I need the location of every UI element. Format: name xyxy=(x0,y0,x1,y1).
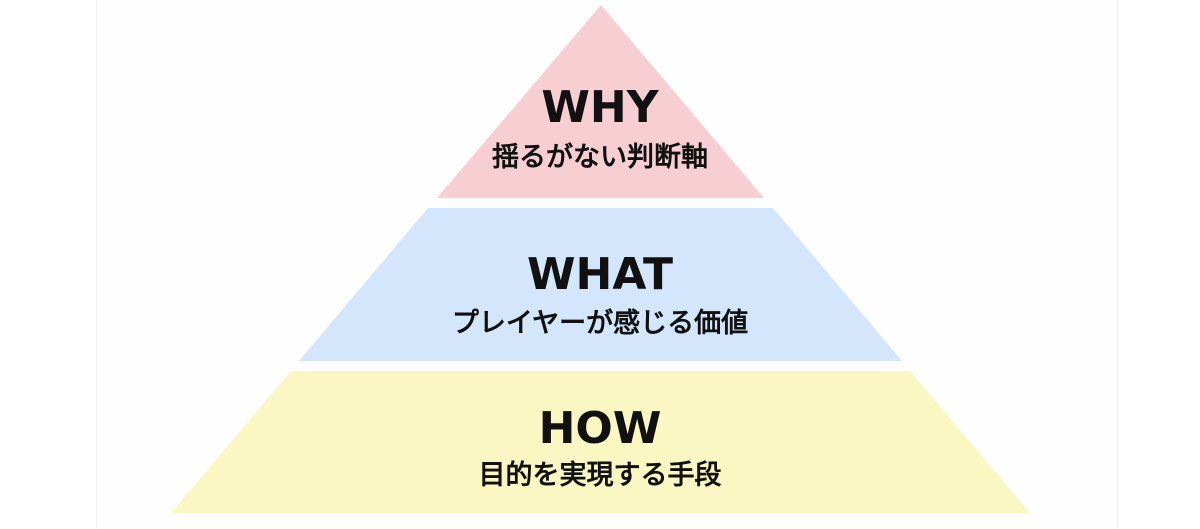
why-title: WHY xyxy=(541,82,659,133)
what-title: WHAT xyxy=(526,249,673,300)
how-subtitle: 目的を実現する手段 xyxy=(478,460,722,491)
how-title: HOW xyxy=(538,403,662,454)
what-subtitle: プレイヤーが感じる価値 xyxy=(451,308,749,339)
why-subtitle: 揺るがない判断軸 xyxy=(492,142,708,173)
pyramid-tier-how xyxy=(171,371,1030,513)
pyramid-tier-why xyxy=(437,5,764,198)
pyramid-tier-what xyxy=(299,208,902,361)
